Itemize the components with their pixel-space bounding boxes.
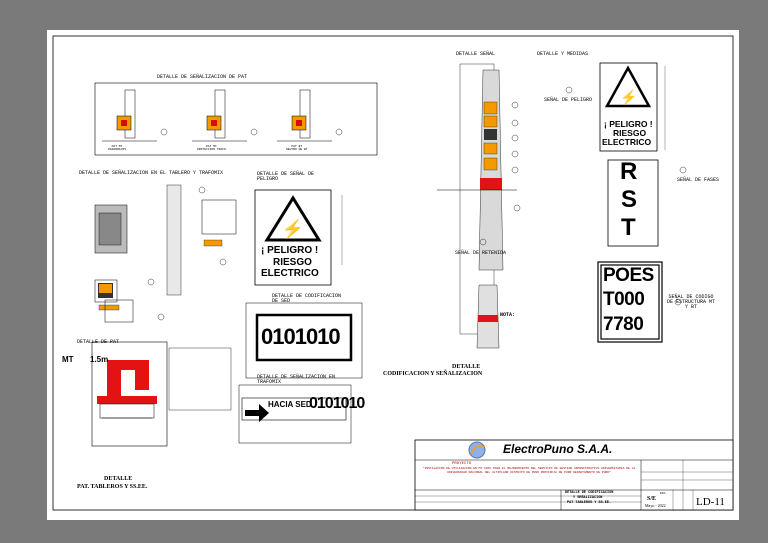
drawing-title-3: PAT TABLEROS Y SS.EE. [567, 501, 612, 505]
retenida-title: SEÑAL DE RETENIDA [455, 250, 507, 256]
fase-r: R [620, 158, 638, 185]
retenida-detail [476, 238, 500, 349]
pat-pole-3 [277, 89, 343, 142]
project-label: PROYECTO [452, 462, 472, 466]
tablero-caption-1: DETALLE [104, 476, 133, 482]
scale-value: S/E [647, 496, 657, 502]
senal-fases-label: SEÑAL DE FASES [677, 177, 720, 183]
peligro-title: DETALLE DE SEÑAL DE PELIGRO [257, 171, 315, 182]
tablero-panel-title: DETALLE DE SEÑALIZACION EN EL TABLERO Y … [79, 170, 224, 176]
company-name: ElectroPuno S.A.A. [503, 442, 613, 456]
tablero-detail-title: DETALLE DE PAT [77, 339, 120, 345]
trafomix-text: HACIA SED [268, 400, 312, 409]
codigo-line-1: POES [603, 265, 654, 286]
codificacion-title: DETALLE DE CODIFICACION DE SED [272, 293, 342, 304]
drawing-title-1: DETALLE DE CODIFICACION [565, 491, 614, 495]
cad-drawing: ⚡ [52, 35, 734, 511]
peligro-large-line-1: ¡ PELIGRO ! [604, 119, 653, 129]
pat-label-1: PAT MT PARARRAYOS [108, 145, 127, 151]
title-block [414, 439, 734, 511]
peligro-large-line-3: ELECTRICO [602, 137, 652, 147]
codificacion-sign [245, 302, 363, 379]
peligro-sign-small: ⚡ [254, 189, 343, 286]
peligro-sign-large: ⚡ [565, 62, 666, 152]
fase-s: S [621, 186, 638, 213]
codigo-sign [597, 261, 682, 343]
tablero-pat-detail [91, 341, 232, 447]
tablero-mt: MT [62, 355, 74, 364]
peligro-line-3: ELECTRICO [261, 268, 319, 279]
medidas-title: DETALLE Y MEDIDAS [537, 51, 589, 57]
pat-pole-1 [102, 89, 168, 142]
pat-panel-title: DETALLE DE SEÑALIZACION DE PAT [157, 74, 248, 80]
fase-t: T [621, 214, 636, 241]
codificacion-code: 0101010 [261, 324, 341, 349]
scale-label: ESC. [660, 492, 668, 495]
notas-title: NOTA: [500, 312, 516, 318]
pat-pole-2 [192, 89, 258, 142]
trafomix-code: 0101010 [309, 395, 365, 412]
company-logo-icon [468, 441, 486, 459]
codificacion-caption-1: DETALLE [452, 364, 481, 370]
sheet-number: LD-11 [696, 496, 725, 508]
fases-sign [607, 159, 687, 247]
senal-peligro-label: SEÑAL DE PELIGRO [544, 97, 593, 103]
peligro-line-2: RIESGO [273, 257, 312, 268]
svg-text:⚡: ⚡ [620, 89, 637, 106]
drawing-sheet: ⚡ [47, 30, 739, 520]
codigo-line-2: T000 [603, 289, 645, 310]
pat-label-3: PAT BT NEUTRO DE BT [286, 145, 308, 151]
sheet-border [52, 35, 734, 511]
trafomix-sign [238, 384, 352, 444]
drawing-title-2: Y SEÑALIZACION [573, 496, 603, 500]
project-text: "INSTALACION DE UTILIZACION EN MT 10KV P… [422, 467, 636, 474]
tablero-drawing [94, 184, 237, 323]
codificacion-caption-2: CODIFICACION Y SEÑALIZACION [383, 371, 483, 377]
codigo-line-3: 7780 [603, 314, 644, 335]
date-value: Mayo - 2022 [645, 503, 666, 508]
poste-title: DETALLE SEÑAL [456, 51, 496, 57]
svg-text:⚡: ⚡ [282, 218, 304, 240]
pat-label-2: PAT MT PROTECCION TRAFO [197, 145, 226, 151]
pat-panel [94, 82, 378, 156]
trafomix-title: DETALLE DE SEÑALIZACION EN TRAFOMIX [257, 374, 336, 385]
tablero-distance: 1.5m [90, 355, 109, 364]
peligro-line-1: ¡ PELIGRO ! [261, 245, 319, 256]
tablero-caption-2: PAT. TABLEROS Y SS.EE. [77, 484, 148, 490]
codigo-label: SEÑAL DE CODIGO DE ESTRUCTURA MT Y BT [667, 294, 716, 310]
pole-detail [437, 63, 521, 335]
peligro-large-line-2: RIESGO [613, 128, 647, 138]
